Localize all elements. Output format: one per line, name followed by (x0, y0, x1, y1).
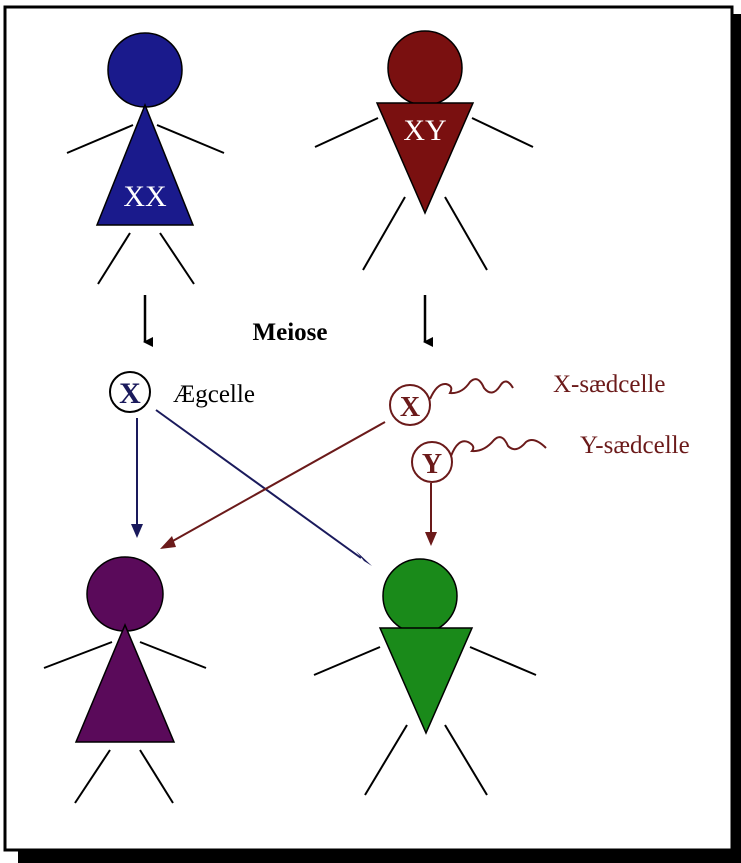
mother-figure: XX (66, 32, 225, 285)
x-sperm-symbol: X (400, 392, 420, 423)
father-body (375, 102, 475, 215)
egg-to-son-arrow (155, 409, 362, 559)
ysperm-to-son-arrowhead (425, 532, 437, 546)
y-sperm-circle (411, 441, 453, 483)
father-head (387, 30, 463, 106)
egg-to-daughter-arrowhead (131, 524, 143, 538)
frame-shadow-bottom (18, 848, 741, 863)
y-sperm-tail (450, 436, 547, 457)
egg-cell: X Ægcelle (109, 371, 255, 413)
son-figure (313, 558, 537, 796)
y-sperm-label: Y-sædcelle (580, 432, 690, 459)
x-sperm-tail (429, 378, 514, 400)
mother-head (107, 32, 183, 108)
father-figure: XY (314, 30, 534, 271)
son-body (378, 627, 474, 735)
meiosis-title: Meiose (253, 319, 328, 346)
mother-chromosomes: XX (123, 180, 167, 213)
daughter-body (74, 623, 176, 743)
egg-symbol: X (119, 377, 141, 410)
x-sperm-label: X-sædcelle (553, 371, 665, 398)
x-sperm-circle (389, 384, 431, 426)
daughter-head (86, 556, 164, 632)
egg-circle (109, 371, 151, 413)
frame (3, 5, 734, 852)
xsperm-to-daughter-arrowhead (160, 536, 176, 549)
mother-body (95, 102, 195, 226)
egg-to-son-arrowhead (356, 551, 372, 566)
x-sperm-cell: X X-sædcelle (389, 371, 665, 426)
y-sperm-symbol: Y (422, 449, 442, 480)
daughter-figure (43, 556, 207, 804)
xsperm-to-daughter-arrow (170, 421, 386, 543)
son-head (382, 558, 458, 634)
egg-label: Ægcelle (173, 381, 255, 408)
father-chromosomes: XY (403, 114, 446, 147)
frame-shadow-right (731, 14, 741, 863)
y-sperm-cell: Y Y-sædcelle (411, 432, 690, 483)
